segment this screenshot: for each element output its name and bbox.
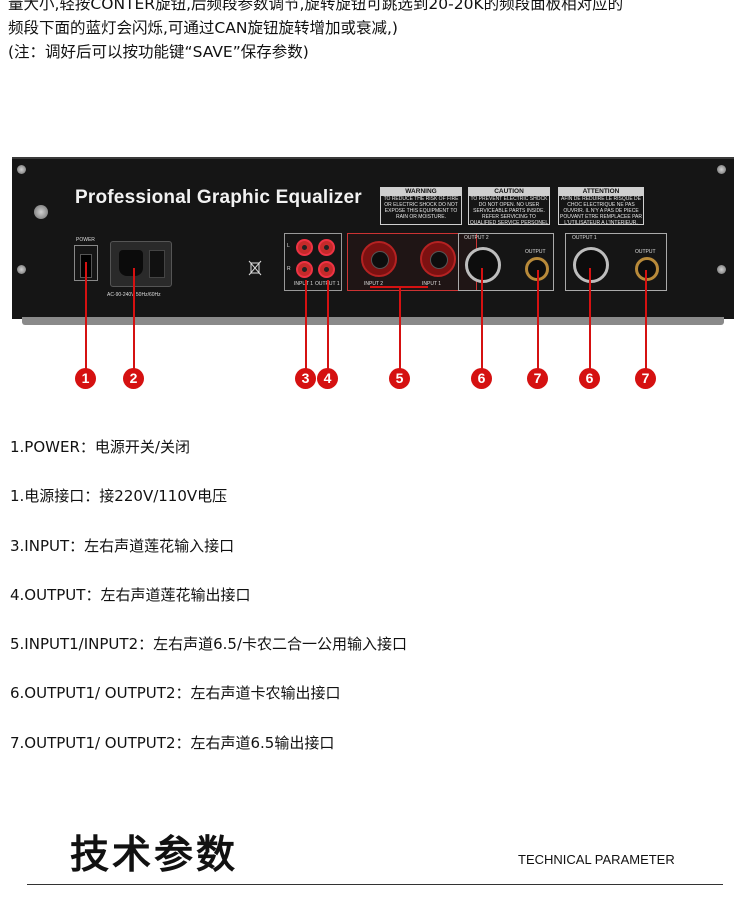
- jack-output-1: [635, 257, 659, 281]
- callout-line: [327, 280, 329, 370]
- output-1-panel: [565, 233, 667, 291]
- callout-line: [133, 268, 135, 370]
- combo-input-1-label: INPUT 1: [422, 281, 442, 287]
- intro-line: (注：调好后可以按功能键“SAVE”保存参数): [8, 43, 309, 61]
- description-item: 3.INPUT：左右声道莲花输入接口: [10, 537, 235, 555]
- description-item: 1.POWER：电源开关/关闭: [10, 438, 190, 456]
- screw-icon: [17, 265, 26, 274]
- xlr-output-1: [573, 247, 609, 283]
- description-item: 4.OUTPUT：左右声道莲花输出接口: [10, 586, 251, 604]
- screw-icon: [17, 165, 26, 174]
- rca-panel: [284, 233, 342, 291]
- section-subtitle: TECHNICAL PARAMETER: [518, 852, 675, 867]
- caution-title: CAUTION: [469, 188, 549, 196]
- callout-line: [305, 280, 307, 370]
- caution-label: CAUTION TO PREVENT ELECTRIC SHOCK DO NOT…: [468, 187, 550, 226]
- section-divider: [27, 884, 723, 885]
- screw-icon: [717, 265, 726, 274]
- attention-text: AFIN DE REDUIRE LE RISQUE DE CHOC ELECTR…: [560, 196, 642, 226]
- callout-number: 7: [527, 368, 548, 389]
- callout-number: 4: [317, 368, 338, 389]
- section-title: 技术参数: [70, 833, 239, 878]
- description-item: 6.OUTPUT1/ OUTPUT2：左右声道卡农输出接口: [10, 684, 341, 702]
- callout-number: 6: [471, 368, 492, 389]
- rca-input-label: INPUT 1: [294, 281, 314, 287]
- xlr-output-2: [465, 247, 501, 283]
- panel-base: [22, 317, 724, 325]
- output-1-label: OUTPUT 1: [572, 235, 597, 241]
- device-brand-label: Professional Graphic Equalizer: [75, 187, 362, 208]
- callout-number: 6: [579, 368, 600, 389]
- callout-number: 3: [295, 368, 316, 389]
- output-2-label: OUTPUT 2: [464, 235, 489, 241]
- rca-input-left: [296, 239, 313, 256]
- combo-input-1: [420, 241, 456, 277]
- rca-input-right: [296, 261, 313, 278]
- callout-bracket: [370, 286, 428, 288]
- right-channel-label: R: [287, 266, 291, 272]
- caution-text: TO PREVENT ELECTRIC SHOCK DO NOT OPEN. N…: [469, 196, 549, 226]
- jack-output-label: OUTPUT: [525, 249, 546, 255]
- combo-input-2-label: INPUT 2: [364, 281, 384, 287]
- callout-line: [645, 270, 647, 370]
- attention-title: ATTENTION: [559, 188, 643, 196]
- callout-number: 1: [75, 368, 96, 389]
- weee-bin-icon: [248, 260, 262, 276]
- callout-line: [399, 287, 401, 370]
- intro-text: 量大小,轻按CONTER旋钮,后频段参数调节,旋转旋钮可跳选到20-20K的频段…: [8, 0, 748, 64]
- callout-number: 2: [123, 368, 144, 389]
- intro-line: 量大小,轻按CONTER旋钮,后频段参数调节,旋转旋钮可跳选到20-20K的频段…: [8, 0, 624, 13]
- callout-line: [589, 268, 591, 370]
- warning-label: WARNING TO REDUCE THE RISK OF FIRE OR EL…: [380, 187, 462, 225]
- attention-label: ATTENTION AFIN DE REDUIRE LE RISQUE DE C…: [558, 187, 644, 226]
- rca-output-left: [318, 239, 335, 256]
- description-item: 1.电源接口：接220V/110V电压: [10, 487, 228, 505]
- description-item: 5.INPUT1/INPUT2：左右声道6.5/卡农二合一公用输入接口: [10, 635, 408, 653]
- warning-title: WARNING: [381, 188, 461, 196]
- output-2-panel: [458, 233, 554, 291]
- description-item: 7.OUTPUT1/ OUTPUT2：左右声道6.5输出接口: [10, 734, 335, 752]
- warning-text: TO REDUCE THE RISK OF FIRE OR ELECTRIC S…: [383, 196, 459, 220]
- left-channel-label: L: [287, 243, 290, 249]
- rca-output-right: [318, 261, 335, 278]
- callout-line: [481, 268, 483, 370]
- power-label: POWER: [76, 237, 95, 243]
- intro-line: 频段下面的蓝灯会闪烁,可通过CAN旋钮旋转增加或衰减,): [8, 19, 398, 37]
- callout-line: [85, 262, 87, 370]
- equalizer-rear-panel-image: Professional Graphic Equalizer WARNING T…: [12, 157, 734, 325]
- combo-input-2: [361, 241, 397, 277]
- jack-output-label: OUTPUT: [635, 249, 656, 255]
- screw-icon: [717, 165, 726, 174]
- callout-number: 5: [389, 368, 410, 389]
- callout-line: [537, 270, 539, 370]
- callout-number: 7: [635, 368, 656, 389]
- power-socket: [110, 241, 172, 287]
- grounding-screw-icon: [34, 205, 48, 219]
